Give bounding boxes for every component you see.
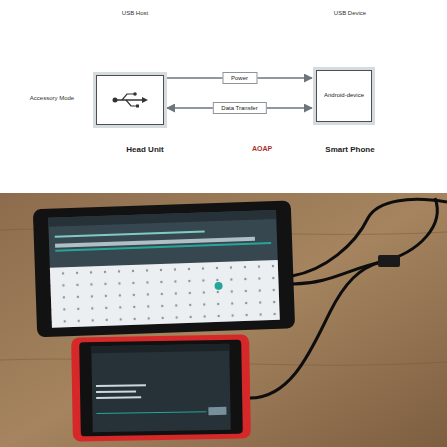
caption-label: Accessory Mode — [30, 95, 74, 101]
device-box: Head Unit — [96, 75, 164, 125]
arrow-label: Data Transfer — [212, 102, 266, 114]
usb-adapter — [378, 255, 400, 267]
device-heading: Head Unit — [126, 145, 163, 154]
table-surface — [0, 193, 447, 447]
caption-label: USB Host — [122, 10, 148, 16]
device-box: Android-deviceSmart Phone — [316, 70, 372, 122]
device-heading: Smart Phone — [325, 145, 374, 154]
tablet — [33, 200, 295, 337]
usb-symbol — [110, 90, 150, 110]
caption-label: AOAP — [252, 145, 272, 152]
arrow-label: Power — [222, 72, 257, 84]
device-name: Android-device — [322, 90, 366, 101]
usb-cables — [250, 198, 447, 398]
caption-label: USB Device — [334, 10, 366, 16]
box-outline: Android-device — [316, 70, 372, 122]
box-outline — [96, 75, 164, 125]
smart-phone — [71, 334, 251, 441]
